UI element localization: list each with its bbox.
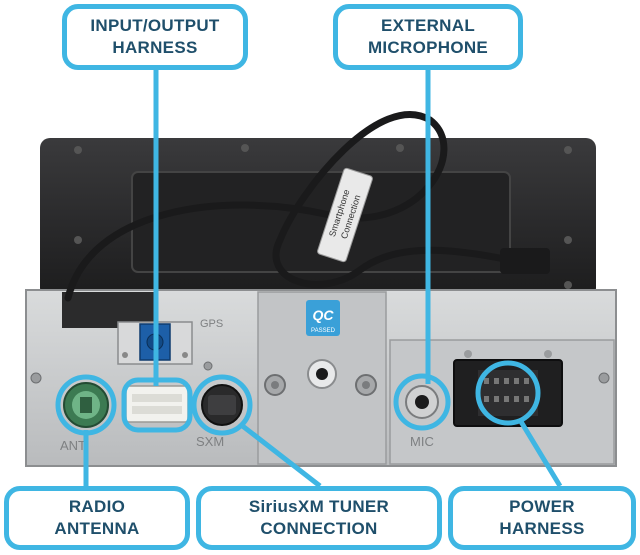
callout-power-harness: POWER HARNESS — [448, 486, 636, 550]
callout-radio-antenna-line1: RADIO — [68, 497, 126, 516]
callout-external-mic: EXTERNAL MICROPHONE — [333, 4, 523, 70]
ring-external-mic — [393, 373, 451, 431]
qc-passed-text: PASSED — [311, 328, 336, 334]
mic-label: MIC — [410, 434, 434, 449]
callout-radio-antenna-line2: ANTENNA — [54, 519, 140, 538]
leader-power-harness — [517, 418, 563, 488]
center-fittings — [264, 359, 377, 396]
sxm-label: SXM — [196, 434, 224, 449]
callout-external-mic-line1: EXTERNAL — [380, 16, 475, 35]
mic-jack: MIC — [405, 385, 439, 449]
smartphone-cable — [64, 111, 550, 302]
ring-power-harness — [475, 360, 541, 426]
ring-radio-antenna — [55, 374, 117, 436]
antenna-connector: ANT — [60, 382, 109, 453]
callout-power-harness-line1: POWER — [509, 497, 575, 516]
callout-external-mic-line2: MICROPHONE — [367, 38, 489, 57]
callout-siriusxm: SiriusXM TUNER CONNECTION — [196, 486, 442, 550]
callout-io-harness-line1: INPUT/OUTPUT — [90, 16, 220, 35]
io-harness-socket — [125, 385, 189, 423]
callout-radio-antenna: RADIO ANTENNA — [4, 486, 190, 550]
ring-io-harness — [121, 377, 193, 433]
callout-io-harness: INPUT/OUTPUT HARNESS — [62, 4, 248, 70]
qc-badge-text: QC — [313, 307, 335, 323]
callout-io-harness-line2: HARNESS — [112, 38, 198, 57]
callout-siriusxm-line1: SiriusXM TUNER — [248, 497, 390, 516]
qc-passed-badge: QC PASSED — [306, 300, 340, 336]
sxm-connector: SXM — [196, 384, 243, 449]
ant-label: ANT — [60, 438, 86, 453]
callout-power-harness-line2: HARNESS — [499, 519, 585, 538]
gps-label: GPS — [200, 318, 223, 330]
callout-leaders — [55, 70, 563, 488]
leader-siriusxm — [238, 422, 322, 488]
ring-siriusxm — [191, 374, 253, 436]
callout-siriusxm-line2: CONNECTION — [260, 519, 378, 538]
